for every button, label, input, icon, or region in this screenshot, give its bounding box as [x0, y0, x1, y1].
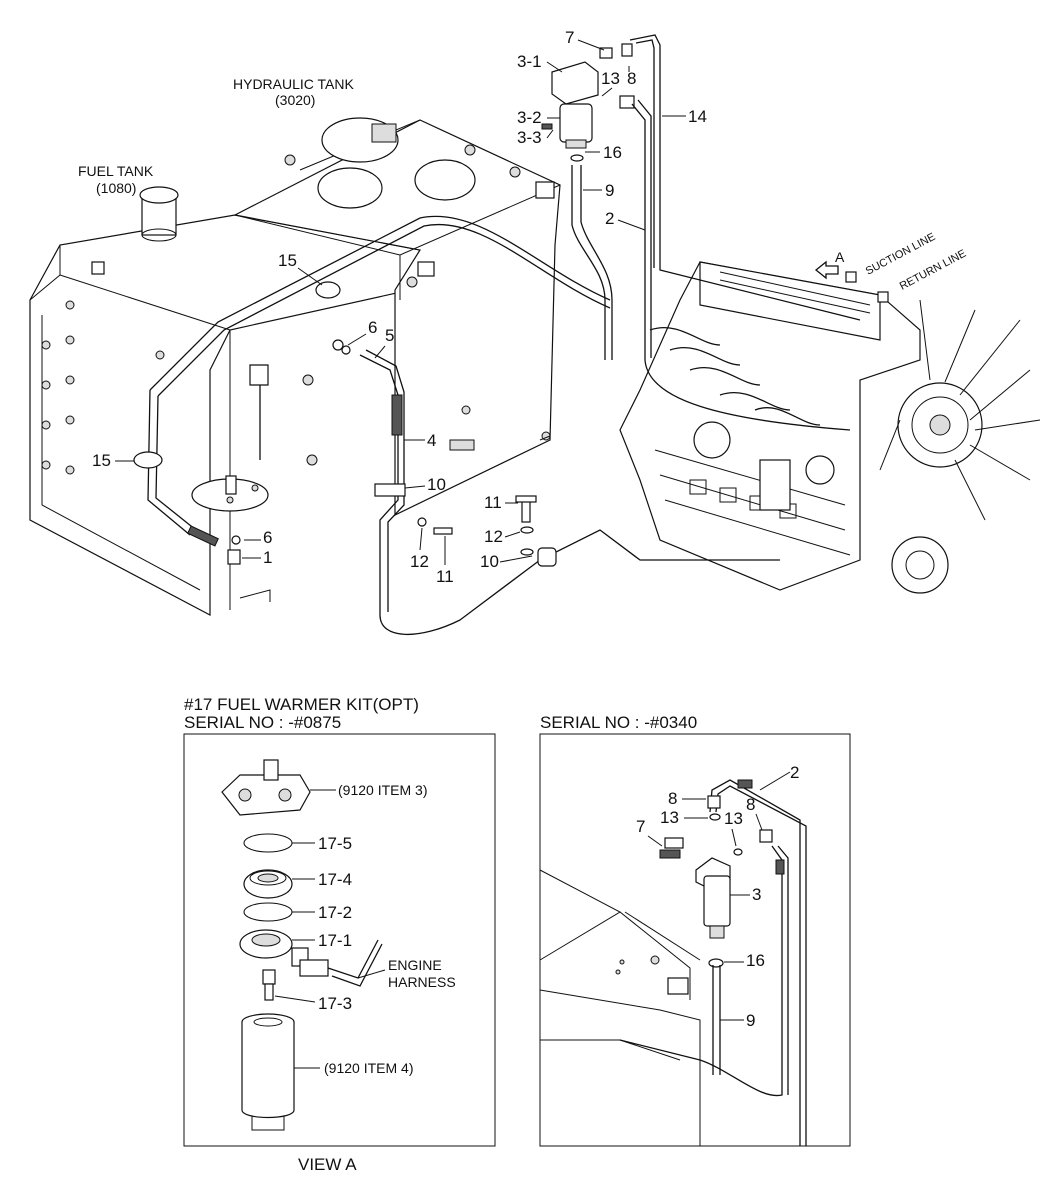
serial-filter [695, 857, 731, 968]
main-callouts: 7 3-1 13 8 3-2 3-3 16 9 14 2 15 6 5 [92, 28, 707, 586]
callout-17-4: 17-4 [318, 870, 352, 889]
callout: 12 [410, 552, 429, 571]
serial-frame [539, 733, 851, 1147]
callout-17-1: 17-1 [318, 931, 352, 950]
warmer-element [239, 929, 383, 987]
callout-item3: (9120 ITEM 3) [338, 782, 427, 798]
callout: 10 [480, 552, 499, 571]
callout-engine-harness-1: ENGINE [388, 957, 442, 973]
callout: 3-2 [517, 108, 542, 127]
kit-callouts: (9120 ITEM 3) 17-5 17-4 17-2 17-1 ENGINE… [274, 782, 456, 1076]
callout: 8 [668, 789, 677, 808]
callout: 7 [636, 817, 645, 836]
callout: 12 [484, 527, 503, 546]
callout: 10 [427, 475, 446, 494]
callout: 7 [565, 28, 574, 47]
kit-frame [183, 733, 496, 1147]
view-a-caption: VIEW A [298, 1155, 357, 1174]
callout: 2 [790, 763, 799, 782]
engine-line-labels: A SUCTION LINE RETURN LINE [814, 231, 968, 293]
warmer-ring [243, 869, 293, 899]
callout: 13 [601, 69, 620, 88]
drain-plate [191, 364, 269, 512]
fuel-filter-assembly [541, 43, 635, 162]
callout: 6 [263, 528, 272, 547]
callout: 5 [385, 326, 394, 345]
kit-serial: SERIAL NO : -#0875 [184, 713, 341, 732]
fuel-tank-label: FUEL TANK [78, 163, 154, 179]
callout: 13 [724, 809, 743, 828]
engine [619, 261, 1041, 594]
view-a-arrow-icon [814, 260, 839, 280]
fuel-tank [29, 186, 421, 616]
center-bolt [262, 969, 276, 1001]
serial-view: SERIAL NO : -#0340 [539, 713, 851, 1147]
callout: 14 [688, 107, 707, 126]
callout: 9 [746, 1011, 755, 1030]
fuel-lines [147, 34, 861, 636]
hydraulic-tank [233, 117, 561, 602]
serial-callouts: 2 8 13 7 13 8 3 16 9 [636, 763, 799, 1030]
tank-labels: HYDRAULIC TANK (3020) FUEL TANK (1080) [78, 76, 355, 196]
serial-view-serial: SERIAL NO : -#0340 [540, 713, 697, 732]
callout: 2 [605, 209, 614, 228]
kit-view: #17 FUEL WARMER KIT(OPT) SERIAL NO : -#0… [183, 695, 496, 1174]
callout: 8 [627, 69, 636, 88]
callout: 15 [92, 451, 111, 470]
callout: 11 [484, 493, 502, 512]
kit-title: #17 FUEL WARMER KIT(OPT) [184, 695, 419, 714]
callout-item4: (9120 ITEM 4) [324, 1060, 413, 1076]
callout-17-3: 17-3 [318, 994, 352, 1013]
callout: 9 [605, 181, 614, 200]
main-view: HYDRAULIC TANK (3020) FUEL TANK (1080) A… [29, 28, 1041, 636]
hydraulic-tank-code: (3020) [275, 92, 315, 108]
callout: 8 [746, 795, 755, 814]
hydraulic-tank-label: HYDRAULIC TANK [233, 76, 355, 92]
callout: 3-3 [517, 128, 542, 147]
callout: 6 [368, 318, 377, 337]
o-ring [243, 833, 293, 853]
callout: 15 [278, 251, 297, 270]
callout: 16 [746, 951, 765, 970]
callout: 1 [263, 548, 272, 567]
callout-engine-harness-2: HARNESS [388, 974, 456, 990]
filter-cartridge [241, 1013, 295, 1131]
filter-head [221, 759, 311, 816]
callout-17-2: 17-2 [318, 903, 352, 922]
callout: 3 [752, 885, 761, 904]
o-ring [243, 902, 293, 922]
callout: 11 [436, 567, 454, 586]
callout: 4 [427, 431, 436, 450]
callout: 3-1 [517, 52, 542, 71]
callout-17-5: 17-5 [318, 834, 352, 853]
callout: 16 [603, 143, 622, 162]
fuel-tank-code: (1080) [96, 180, 136, 196]
small-hardware [133, 271, 889, 565]
view-a-marker: A [835, 249, 845, 265]
callout: 13 [660, 808, 679, 827]
